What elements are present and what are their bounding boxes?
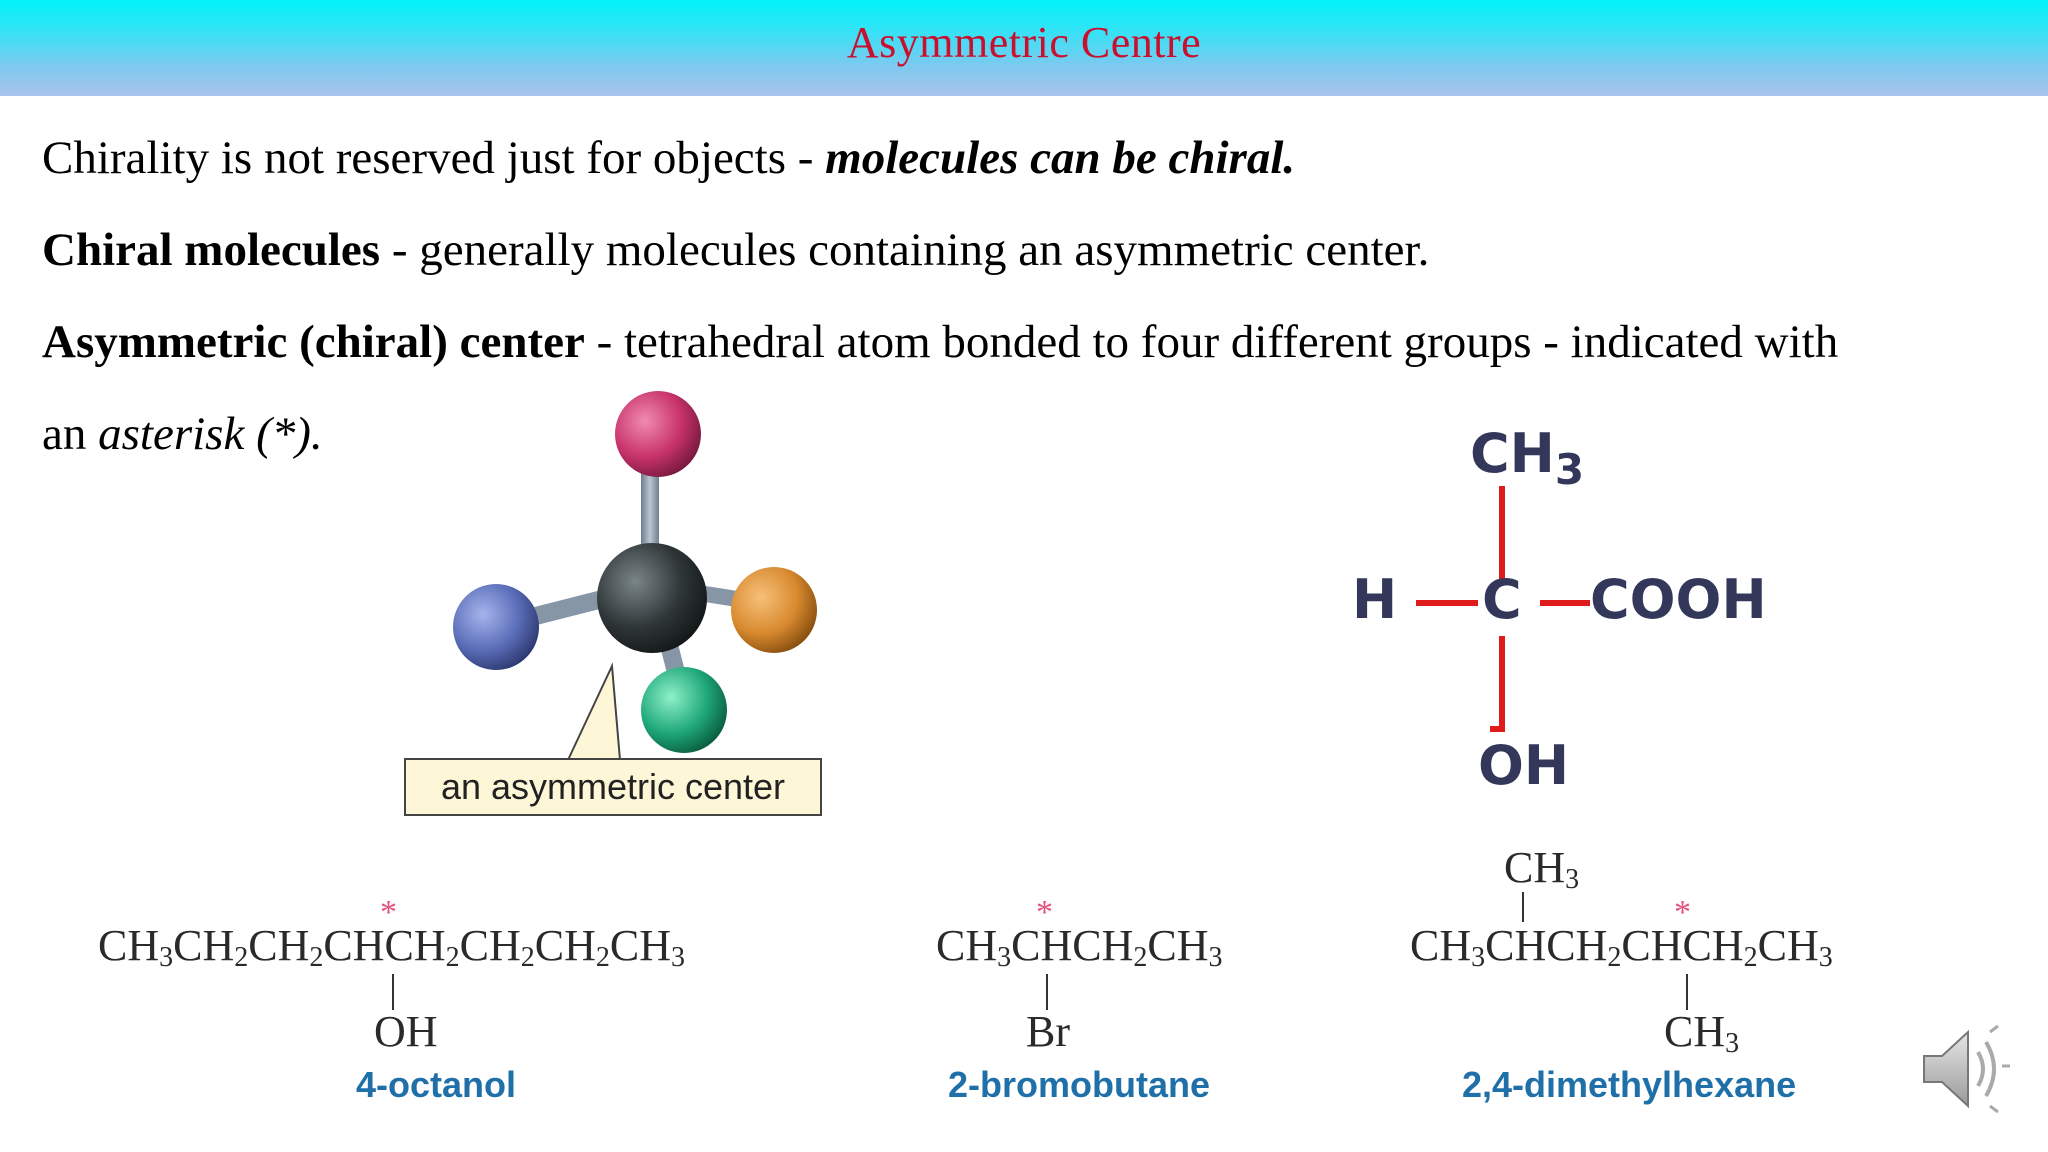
- chiral-star: *: [1674, 894, 1691, 931]
- line3-text: - tetrahedral atom bonded to four differ…: [584, 316, 1839, 368]
- line2-term: Chiral molecules: [42, 224, 381, 276]
- substituent-oh: OH: [374, 1007, 438, 1056]
- substituent-top-ch3: CH3: [1504, 843, 1580, 895]
- group-left: H: [1352, 568, 1397, 631]
- atom-center: [597, 543, 707, 653]
- substituent-bond-bottom: [1686, 974, 1688, 1010]
- bond-top: [1499, 486, 1505, 580]
- formula-2-bromobutane: CH3CHCH2CH3 * Br: [936, 894, 1223, 1056]
- compound-name-2-4-dimethylhexane: 2,4-dimethylhexane: [1462, 1064, 1797, 1105]
- formula-2-4-dimethylhexane: CH3CHCH2CHCH2CH3 CH3 * CH3: [1410, 843, 1833, 1059]
- atom-center: C: [1482, 568, 1522, 631]
- callout-label: an asymmetric center: [440, 766, 786, 807]
- compound-name-4-octanol: 4-octanol: [356, 1064, 517, 1105]
- atom-top: [615, 391, 701, 477]
- asymmetric-center-callout: an asymmetric center: [404, 758, 822, 816]
- text-line-4: an asterisk (*).: [42, 406, 323, 462]
- ball-and-stick-model: [453, 391, 817, 761]
- line3-term: Asymmetric (chiral) center: [42, 316, 585, 368]
- bond-bottom-tick: [1490, 726, 1505, 732]
- line1-text: Chirality is not reserved just for objec…: [42, 132, 826, 184]
- line4-text: an: [42, 408, 99, 460]
- line2-text: - generally molecules containing an asym…: [380, 224, 1430, 276]
- substituent-br: Br: [1026, 1007, 1070, 1056]
- group-right: COOH: [1590, 568, 1767, 631]
- chiral-star: *: [380, 894, 397, 931]
- atom-left: [453, 584, 539, 670]
- bond-bottom: [1499, 636, 1505, 730]
- bond-right: [1540, 600, 1590, 606]
- formula-4-octanol: CH3CH2CH2CHCH2CH2CH2CH3 * OH: [98, 894, 685, 1056]
- slide-title: Asymmetric Centre: [846, 17, 1202, 67]
- substituent-bottom-ch3: CH3: [1664, 1007, 1740, 1059]
- substituent-bond-top: [1522, 892, 1524, 922]
- compound-name-2-bromobutane: 2-bromobutane: [948, 1064, 1211, 1105]
- slide-title-bar: Asymmetric Centre: [0, 0, 2048, 96]
- chiral-star: *: [1036, 894, 1053, 931]
- text-line-1: Chirality is not reserved just for objec…: [42, 130, 1295, 186]
- speaker-icon[interactable]: [1918, 1022, 2012, 1116]
- substituent-bond: [392, 974, 394, 1010]
- text-line-3: Asymmetric (chiral) center - tetrahedral…: [42, 314, 1838, 370]
- atom-front: [641, 667, 727, 753]
- lactic-acid-structure: CH3 H C COOH OH: [1352, 422, 1767, 797]
- bond-left: [1416, 600, 1478, 606]
- line1-emphasis: molecules can be chiral.: [825, 132, 1296, 184]
- callout-pointer: [566, 662, 622, 761]
- group-top: CH3: [1470, 422, 1584, 494]
- line4-italic: asterisk (*).: [98, 408, 323, 460]
- group-bottom: OH: [1478, 734, 1569, 797]
- atom-right: [731, 567, 817, 653]
- substituent-bond: [1046, 974, 1048, 1010]
- text-line-2: Chiral molecules - generally molecules c…: [42, 222, 1429, 278]
